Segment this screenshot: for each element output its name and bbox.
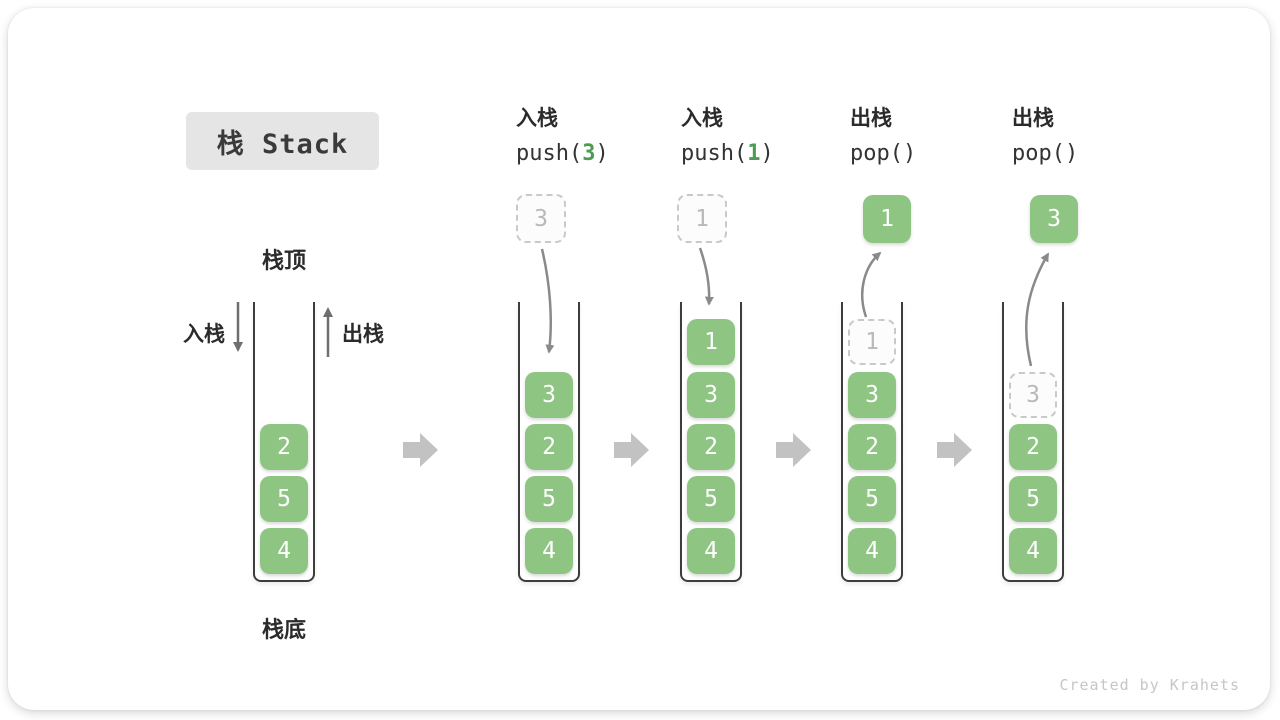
stack-cell-2: 2	[525, 424, 573, 470]
code-arg: 3	[582, 141, 596, 166]
stage-op-cn: 入栈	[681, 107, 723, 130]
stack-cell-4: 4	[1009, 528, 1057, 574]
stack-top-label: 栈顶	[261, 248, 306, 273]
stack-cell-4: 4	[848, 528, 896, 574]
stack-container-push-3: 3 2 5 4	[518, 302, 580, 582]
stack-cell-3: 3	[525, 372, 573, 418]
code-text: )	[760, 141, 774, 166]
stage-label-push-3: 入栈 push(3)	[516, 105, 609, 168]
stack-cell-4: 4	[525, 528, 573, 574]
watermark: Created by Krahets	[1059, 676, 1240, 694]
stack-cell-5: 5	[525, 476, 573, 522]
stage-label-push-1: 入栈 push(1)	[681, 105, 774, 168]
stack-cell-4: 4	[687, 528, 735, 574]
stack-cell-3: 3	[687, 372, 735, 418]
stack-cell-ghost-1: 1	[848, 319, 896, 365]
push-direction-label: 入栈	[183, 323, 225, 346]
pop-direction-label: 出栈	[342, 323, 384, 346]
stage-op-code: push(3)	[516, 140, 609, 168]
code-text: pop()	[850, 141, 917, 166]
diagram-title: 栈 Stack	[186, 112, 379, 170]
stage-op-cn: 入栈	[516, 107, 558, 130]
stack-cell-5: 5	[260, 476, 308, 522]
code-text: push(	[516, 141, 583, 166]
stack-container-pop-3: 3 2 5 4	[1002, 302, 1064, 582]
incoming-value-box: 1	[677, 194, 727, 243]
stack-cell-2: 2	[1009, 424, 1057, 470]
stack-cell-5: 5	[848, 476, 896, 522]
stack-container-push-1: 1 3 2 5 4	[680, 302, 742, 582]
stack-container-pop-1: 1 3 2 5 4	[841, 302, 903, 582]
stack-cell-ghost-3: 3	[1009, 372, 1057, 418]
stage-op-code: push(1)	[681, 140, 774, 168]
stack-cell-5: 5	[1009, 476, 1057, 522]
stage-op-cn: 出栈	[850, 107, 892, 130]
code-text: push(	[681, 141, 748, 166]
stage-label-pop-1: 出栈 pop()	[850, 105, 916, 168]
stage-label-pop-3: 出栈 pop()	[1012, 105, 1078, 168]
stack-cell-2: 2	[260, 424, 308, 470]
stack-cell-5: 5	[687, 476, 735, 522]
diagram-title-text: 栈 Stack	[216, 128, 349, 160]
popped-value-box: 1	[863, 195, 911, 243]
code-arg: 1	[747, 141, 761, 166]
stack-cell-2: 2	[687, 424, 735, 470]
code-text: pop()	[1012, 141, 1079, 166]
stack-cell-1: 1	[687, 319, 735, 365]
code-text: )	[595, 141, 609, 166]
stack-cell-2: 2	[848, 424, 896, 470]
popped-value-box: 3	[1030, 195, 1078, 243]
incoming-value-box: 3	[516, 194, 566, 243]
stack-container-initial-stack: 2 5 4	[253, 302, 315, 582]
stage-op-cn: 出栈	[1012, 107, 1054, 130]
stack-cell-4: 4	[260, 528, 308, 574]
stack-bottom-label: 栈底	[261, 617, 306, 642]
stack-cell-3: 3	[848, 372, 896, 418]
stage-op-code: pop()	[850, 140, 916, 168]
stage-op-code: pop()	[1012, 140, 1078, 168]
